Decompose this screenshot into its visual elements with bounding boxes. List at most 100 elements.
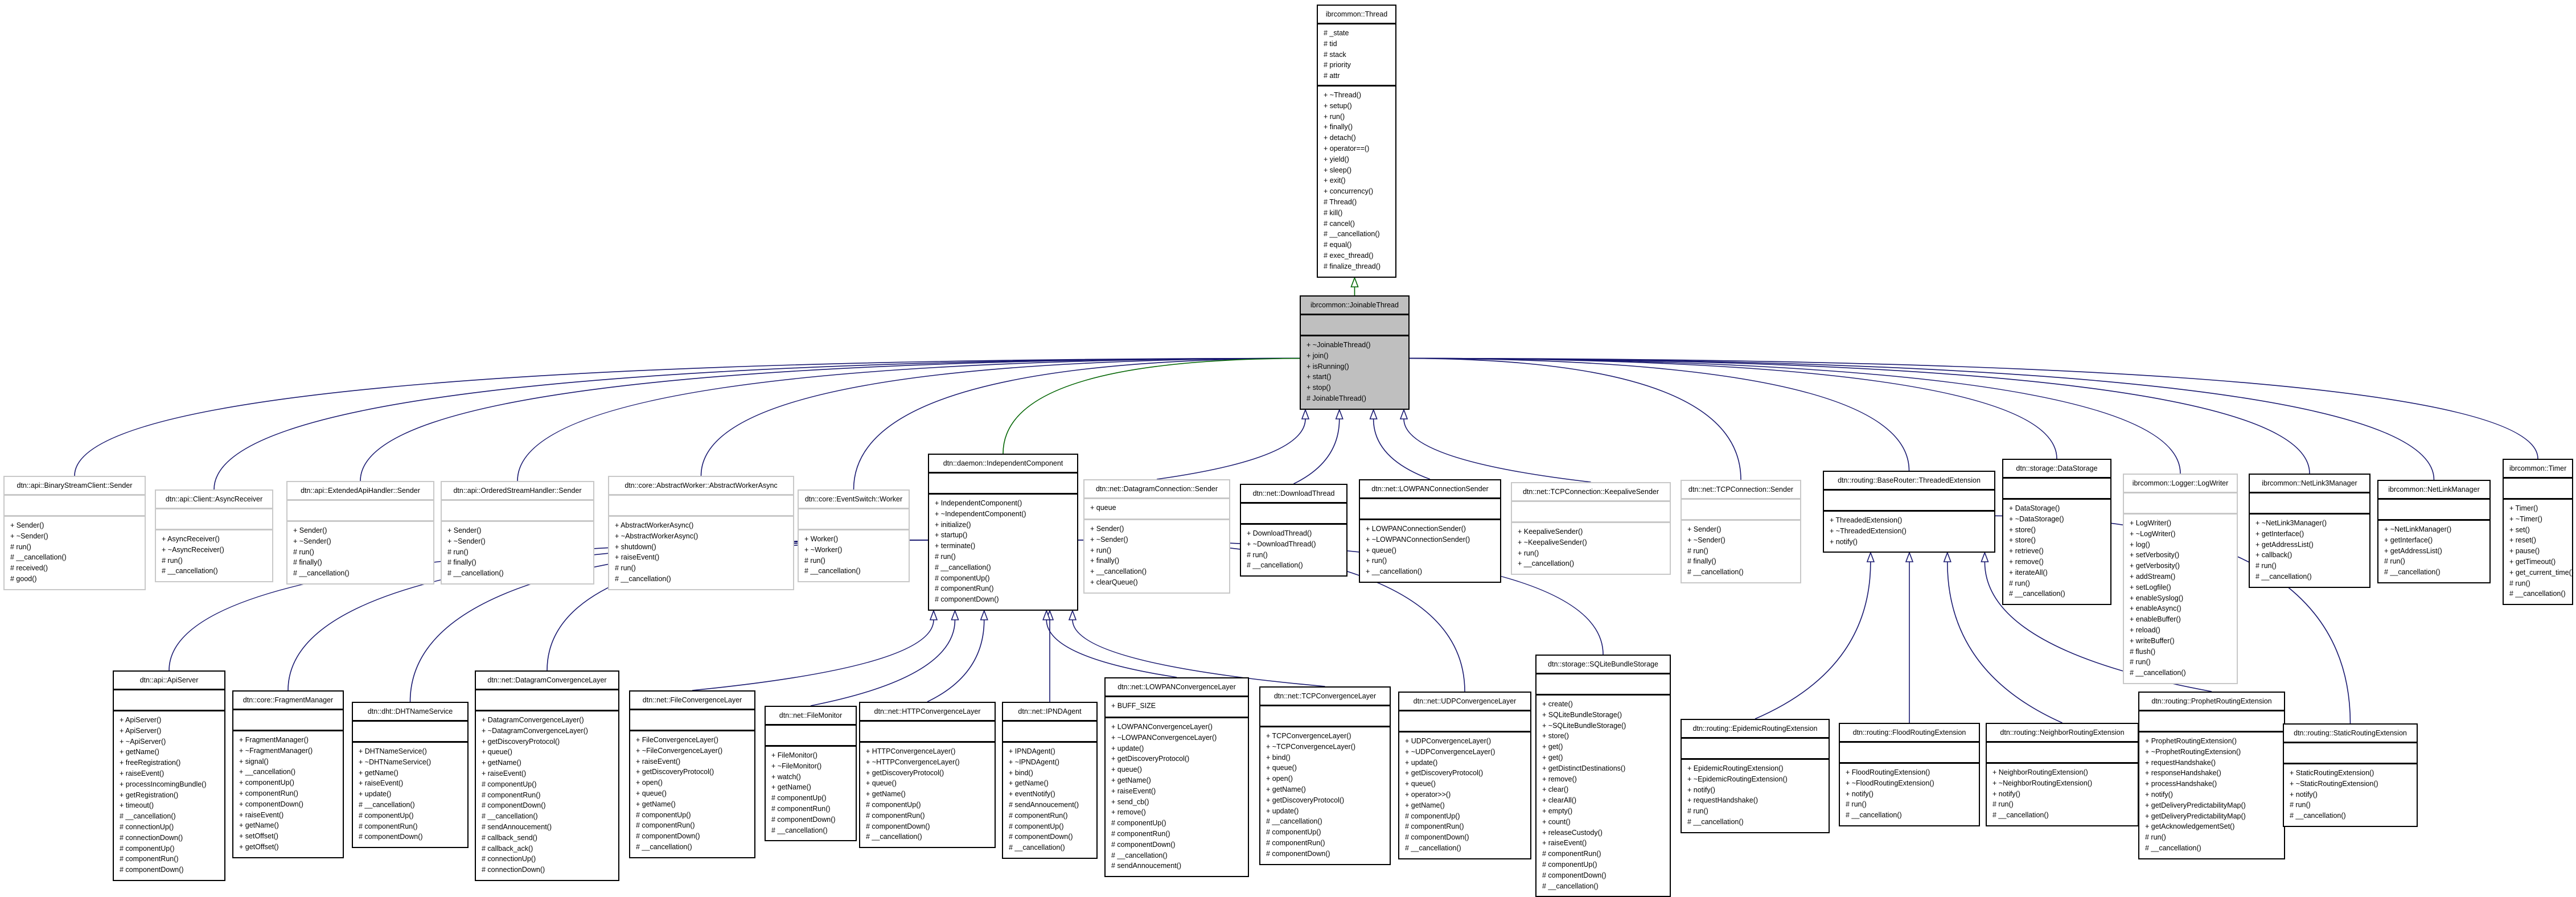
class-box-epidemic[interactable]: dtn::routing::EpidemicRoutingExtension+ …: [1681, 719, 1830, 833]
method: # componentDown(): [1542, 871, 1607, 879]
method: # received(): [10, 564, 48, 573]
class-box-ext-sender[interactable]: dtn::api::ExtendedApiHandler::Sender+ Se…: [286, 481, 434, 585]
method: # componentUp(): [771, 794, 827, 803]
method: # componentDown(): [1111, 840, 1176, 849]
class-methods: + create()+ SQLiteBundleStorage()+ ~SQLi…: [1536, 696, 1670, 896]
class-box-dc-sender[interactable]: dtn::net::DatagramConnection::Sender+ qu…: [1083, 479, 1230, 594]
class-box-file-cl[interactable]: dtn::net::FileConvergenceLayer+ FileConv…: [629, 690, 755, 858]
class-methods: + AbstractWorkerAsync()+ ~AbstractWorker…: [609, 517, 793, 589]
method: + componentRun(): [239, 789, 298, 797]
method: # componentDown(): [866, 822, 930, 830]
class-box-lowpan-sender[interactable]: dtn::net::LOWPANConnectionSender+ LOWPAN…: [1359, 479, 1501, 583]
inheritance-arrow-icon: [1981, 551, 1989, 562]
class-box-fragment[interactable]: dtn::core::FragmentManager+ FragmentMana…: [232, 690, 344, 858]
method: # Thread(): [1324, 197, 1357, 206]
method: + getName(): [239, 821, 279, 830]
method: + get(): [1542, 753, 1563, 762]
method: # equal(): [1324, 241, 1352, 249]
method: + queue(): [1366, 546, 1396, 554]
method: + terminate(): [935, 542, 976, 550]
class-box-static[interactable]: dtn::routing::StaticRoutingExtension+ St…: [2283, 723, 2418, 827]
method: + ~IPNDAgent(): [1009, 758, 1059, 766]
method: + get_current_time(): [2509, 568, 2574, 577]
class-box-keepalive[interactable]: dtn::net::TCPConnection::KeepaliveSender…: [1511, 482, 1671, 575]
class-box-udp-cl[interactable]: dtn::net::UDPConvergenceLayer+ UDPConver…: [1398, 692, 1531, 859]
class-box-tcp-cl[interactable]: dtn::net::TCPConvergenceLayer+ TCPConver…: [1259, 686, 1391, 865]
method: + ~DataStorage(): [2009, 515, 2064, 523]
class-attributes: [476, 690, 618, 711]
class-box-datagram-cl[interactable]: dtn::net::DatagramConvergenceLayer+ Data…: [475, 670, 619, 881]
class-box-filemonitor[interactable]: dtn::net::FileMonitor+ FileMonitor()+ ~F…: [765, 706, 857, 842]
class-box-timer[interactable]: ibrcommon::Timer+ Timer()+ ~Timer()+ set…: [2503, 459, 2574, 606]
method: # __cancellation(): [866, 833, 922, 841]
method: + shutdown(): [615, 542, 656, 551]
class-box-dht[interactable]: dtn::dht::DHTNameService+ DHTNameService…: [352, 702, 469, 849]
class-box-prophet[interactable]: dtn::routing::ProphetRoutingExtension+ P…: [2138, 692, 2285, 859]
class-name: dtn::routing::EpidemicRoutingExtension: [1682, 720, 1829, 739]
class-box-http-cl[interactable]: dtn::net::HTTPConvergenceLayer+ HTTPConv…: [859, 702, 996, 849]
inheritance-arrow-icon: [1335, 408, 1344, 419]
class-box-download[interactable]: dtn::net::DownloadThread+ DownloadThread…: [1240, 484, 1347, 577]
inheritance-arrow-icon: [951, 609, 959, 620]
method: + ~FileMonitor(): [771, 762, 822, 770]
class-box-ipnd[interactable]: dtn::net::IPNDAgent+ IPNDAgent()+ ~IPNDA…: [1002, 702, 1098, 859]
attribute: + queue: [1090, 504, 1116, 512]
class-box-async-receiver[interactable]: dtn::api::Client::AsyncReceiver+ AsyncRe…: [155, 489, 273, 583]
method: + HTTPConvergenceLayer(): [866, 747, 956, 755]
method: + ~UDPConvergenceLayer(): [1405, 747, 1496, 756]
method: + send_cb(): [1111, 797, 1149, 806]
class-box-joinable[interactable]: ibrcommon::JoinableThread+ ~JoinableThre…: [1300, 295, 1410, 410]
method: + ~ThreadedExtension(): [1830, 526, 1907, 535]
class-box-thread[interactable]: ibrcommon::Thread# _state# tid# stack# p…: [1317, 5, 1396, 278]
class-name: dtn::api::Client::AsyncReceiver: [156, 491, 272, 509]
class-box-datastorage[interactable]: dtn::storage::DataStorage+ DataStorage()…: [2002, 459, 2111, 606]
method: # callback_ack(): [482, 844, 533, 853]
class-box-lowpan-cl[interactable]: dtn::net::LOWPANConvergenceLayer+ BUFF_S…: [1104, 677, 1249, 878]
class-box-threaded-ext[interactable]: dtn::routing::BaseRouter::ThreadedExtens…: [1823, 471, 1995, 553]
method: + LogWriter(): [2130, 519, 2172, 527]
inheritance-arrow-icon: [1399, 408, 1408, 419]
method: # __cancellation(): [1266, 817, 1322, 826]
class-box-flood[interactable]: dtn::routing::FloodRoutingExtension+ Flo…: [1839, 723, 1980, 826]
method: + eventNotify(): [1009, 790, 1055, 799]
class-box-netlink3[interactable]: ibrcommon::NetLink3Manager+ ~NetLink3Man…: [2249, 474, 2370, 588]
method: + DHTNameService(): [359, 747, 427, 755]
class-methods: + FragmentManager()+ ~FragmentManager()+…: [233, 731, 343, 857]
method: + run(): [1518, 549, 1539, 557]
class-box-indep[interactable]: dtn::daemon::IndependentComponent+ Indep…: [928, 454, 1078, 611]
method: + Timer(): [2509, 504, 2538, 512]
class-box-apiserver[interactable]: dtn::api::ApiServer+ ApiServer()+ ApiSer…: [113, 670, 225, 881]
method: # __cancellation(): [2509, 590, 2566, 598]
attribute: # tid: [1324, 39, 1337, 48]
class-box-netlink[interactable]: ibrcommon::NetLinkManager+ ~NetLinkManag…: [2377, 480, 2491, 583]
class-box-sqlite[interactable]: dtn::storage::SQLiteBundleStorage+ creat…: [1535, 655, 1671, 897]
method: + queue(): [1266, 764, 1297, 772]
method: # componentRun(): [120, 855, 179, 863]
inheritance-edge: [927, 619, 985, 702]
method: + ~ProphetRoutingExtension(): [2145, 747, 2241, 756]
class-methods: + Sender()+ ~Sender()# run()# finally()#…: [287, 522, 433, 583]
method: + FileMonitor(): [771, 751, 817, 759]
class-box-es-worker[interactable]: dtn::core::EventSwitch::Worker+ Worker()…: [798, 489, 910, 583]
class-box-logwriter[interactable]: ibrcommon::Logger::LogWriter+ LogWriter(…: [2123, 474, 2238, 684]
class-box-bsc-sender[interactable]: dtn::api::BinaryStreamClient::Sender+ Se…: [3, 476, 146, 590]
method: # componentRun(): [1009, 811, 1068, 820]
method: # componentUp(): [1111, 819, 1166, 828]
method: + Worker(): [804, 535, 839, 543]
method: + responseHandshake(): [2145, 769, 2221, 777]
class-name: dtn::storage::SQLiteBundleStorage: [1536, 656, 1670, 674]
method: + getName(): [120, 748, 159, 756]
class-name: ibrcommon::Thread: [1318, 6, 1395, 24]
class-box-neighbor[interactable]: dtn::routing::NeighborRoutingExtension+ …: [1986, 723, 2139, 826]
class-box-tcp-sender[interactable]: dtn::net::TCPConnection::Sender+ Sender(…: [1681, 480, 1801, 583]
class-box-osh-sender[interactable]: dtn::api::OrderedStreamHandler::Sender+ …: [441, 481, 594, 585]
method: + empty(): [1542, 807, 1573, 815]
method: + Sender(): [293, 526, 327, 534]
method: + join(): [1307, 351, 1329, 360]
class-attributes: [799, 509, 909, 530]
inheritance-edge: [853, 357, 1309, 490]
method: + ~DatagramConvergenceLayer(): [482, 726, 588, 735]
method: + finally(): [1324, 123, 1353, 131]
class-box-aw-async[interactable]: dtn::core::AbstractWorker::AbstractWorke…: [608, 476, 794, 590]
inheritance-edge: [1400, 357, 2538, 459]
